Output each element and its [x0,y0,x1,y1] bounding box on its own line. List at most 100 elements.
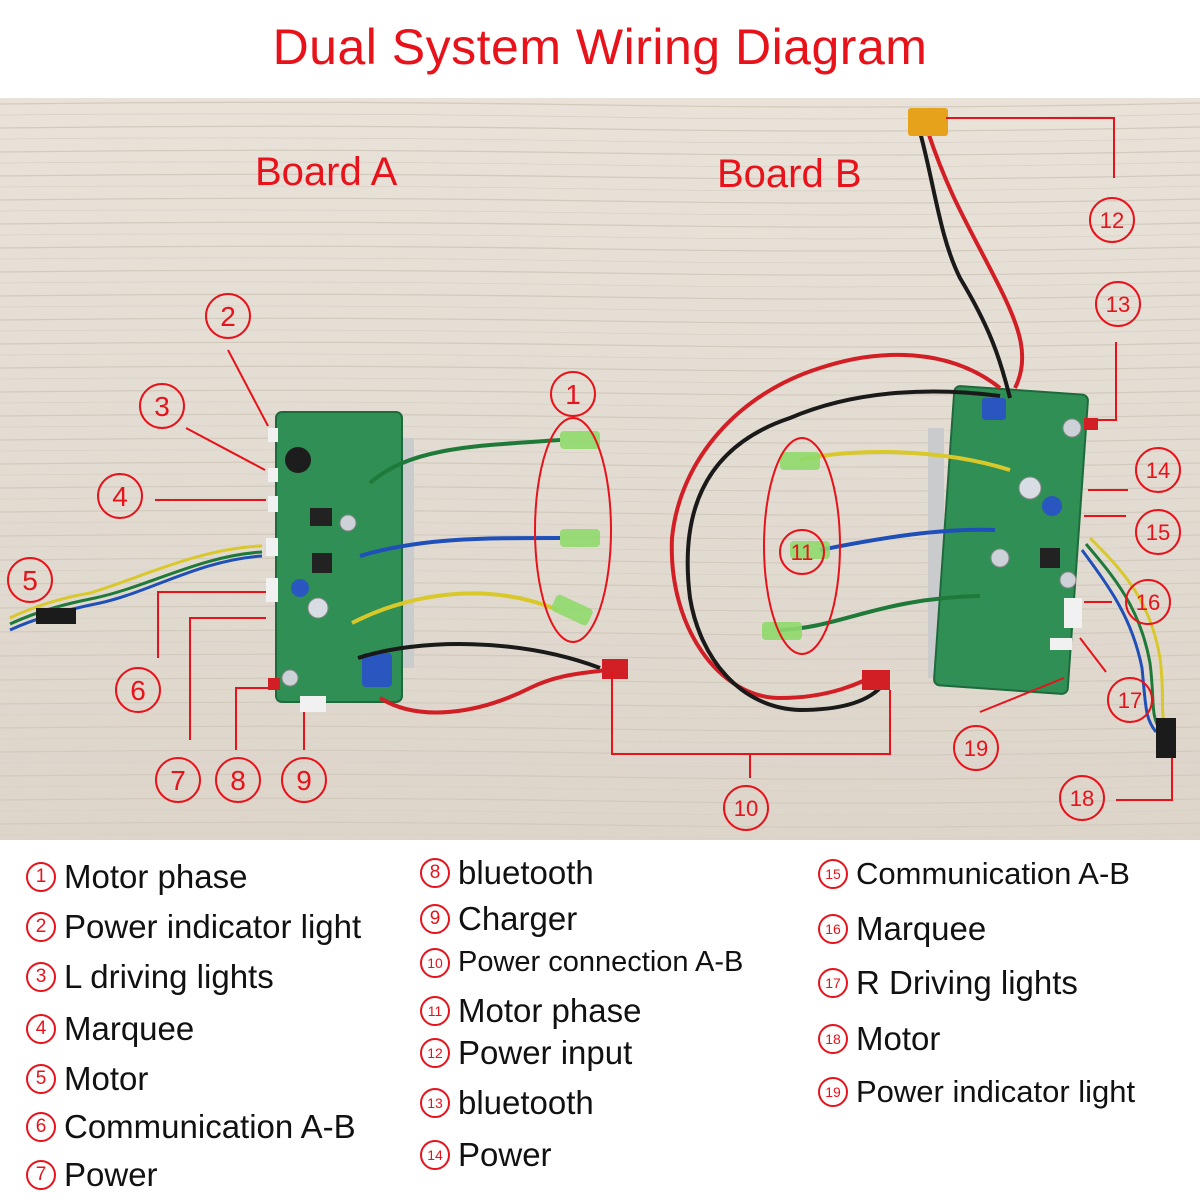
legend-item: 9 Charger [420,900,577,938]
board-b-label: Board B [717,152,862,196]
callout-7: 7 [155,757,201,803]
board-a-connector [268,468,278,482]
legend-number: 18 [818,1024,848,1054]
legend-number: 9 [420,904,450,934]
board-a-big-capacitor [362,653,392,687]
callout-11: 11 [779,529,825,575]
svg-text:8: 8 [230,765,246,796]
callout-5: 5 [7,557,53,603]
legend-number: 5 [26,1064,56,1094]
ellipse-motor-phase-a [534,417,612,643]
callout-3: 3 [139,383,185,429]
t-plug [602,659,628,679]
svg-text:13: 13 [1106,292,1130,317]
svg-text:5: 5 [22,565,38,596]
board-a-connector [268,496,278,512]
board-b-pcb [933,385,1089,695]
svg-text:15: 15 [1146,520,1170,545]
svg-text:18: 18 [1070,786,1094,811]
legend-label: Communication A-B [856,856,1130,891]
terminal [780,452,820,470]
board-b-capacitor [982,398,1006,420]
legend-number: 13 [420,1088,450,1118]
ellipse-motor-phase-b [763,437,841,655]
legend-number: 12 [420,1038,450,1068]
motor-plug-a [36,608,76,624]
wire-blue [819,527,996,552]
board-a-capacitor [291,579,309,597]
callout-12: 12 [1089,197,1135,243]
svg-text:14: 14 [1146,458,1170,483]
legend-number: 14 [420,1140,450,1170]
callout-19: 19 [953,725,999,771]
board-b-connector [1084,418,1098,430]
legend-label: bluetooth [458,1084,594,1121]
callout-18: 18 [1059,775,1105,821]
svg-text:1: 1 [565,379,581,410]
motor-plug-b [1156,718,1176,758]
board-b-capacitor [1059,571,1077,589]
callout-8: 8 [215,757,261,803]
legend-item: 19 Power indicator light [818,1074,1135,1110]
board-a-chip [312,553,332,573]
wire-red [378,668,606,715]
terminal [790,541,830,559]
board-a [266,411,414,712]
callout-9: 9 [281,757,327,803]
legend-number: 7 [26,1160,56,1190]
callout-16: 16 [1125,579,1171,625]
wire-yellow [1088,536,1167,729]
board-a-capacitor [281,669,299,687]
legend-label: bluetooth [458,854,594,891]
legend-number: 11 [420,996,450,1026]
board-a-capacitor [307,597,329,619]
wire-yellow [799,450,1011,472]
board-a-buzzer [285,447,311,473]
callout-labels: 1 2 3 4 5 6 7 8 9 10 11 12 13 14 15 16 1… [7,197,1181,831]
callout-15: 15 [1135,509,1181,555]
board-b-capacitor [990,548,1010,568]
wire-green [368,438,561,485]
svg-text:3: 3 [154,391,170,422]
wire-yellow [9,544,263,620]
t-plug [862,670,890,690]
legend-label: L driving lights [64,958,274,995]
legend-label: Charger [458,900,578,937]
terminal [551,594,593,626]
wire-blue [359,536,561,558]
legend-label: Marquee [64,1010,195,1047]
callout-10: 10 [723,785,769,831]
board-a-capacitor [339,514,357,532]
wire-black [918,131,1012,399]
wire-blue [1080,549,1158,733]
legend-label: Power indicator light [64,908,362,945]
svg-text:7: 7 [170,765,186,796]
legend-label: Motor [856,1020,941,1057]
legend-number: 19 [818,1077,848,1107]
callout-1: 1 [550,371,596,417]
terminal [762,622,802,640]
callout-17: 17 [1107,677,1153,723]
diagram-title: Dual System Wiring Diagram [272,19,928,75]
board-b-capacitor [1062,418,1082,438]
legend-label: Marquee [856,910,987,947]
board-a-connector [266,538,278,556]
legend-label: Power [64,1156,158,1193]
legend-number: 1 [26,862,56,892]
xt60-plug [908,108,948,136]
legend-number: 16 [818,914,848,944]
wire-black [357,642,601,670]
legend-label: R Driving lights [856,964,1078,1001]
svg-text:6: 6 [130,675,146,706]
board-b-connector [1050,638,1072,650]
legend-label: Power indicator light [856,1074,1136,1109]
legend-item: 13 bluetooth [420,1084,594,1122]
terminal [560,431,600,449]
